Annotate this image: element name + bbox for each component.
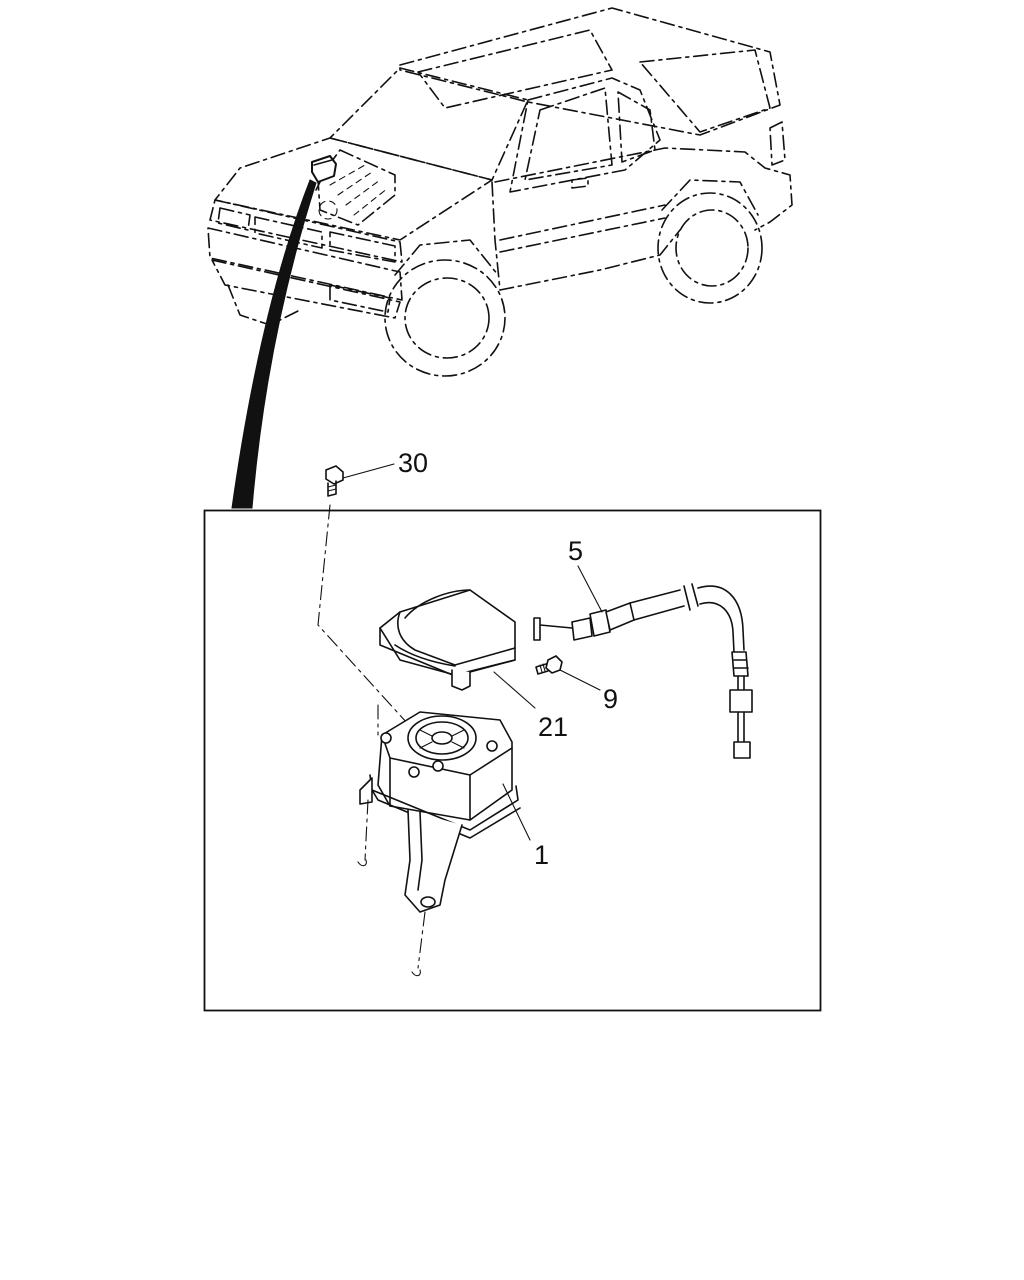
location-pointer-icon (231, 179, 317, 509)
detail-frame (203, 509, 822, 1012)
callout-5: 5 (568, 536, 583, 566)
vehicle-suv-icon (207, 7, 793, 377)
callout-leaders (342, 463, 603, 841)
actuator-1-icon (357, 704, 521, 977)
callout-9: 9 (603, 684, 618, 714)
bolt-30-icon (317, 465, 419, 736)
actuator-cover-21-icon (379, 589, 516, 691)
actuator-location-marker-icon (311, 155, 337, 191)
callout-21: 21 (538, 712, 568, 742)
callout-1: 1 (534, 840, 549, 870)
callout-30: 30 (398, 448, 428, 478)
bolt-9-icon (535, 655, 563, 675)
control-cable-5-icon (533, 583, 753, 759)
